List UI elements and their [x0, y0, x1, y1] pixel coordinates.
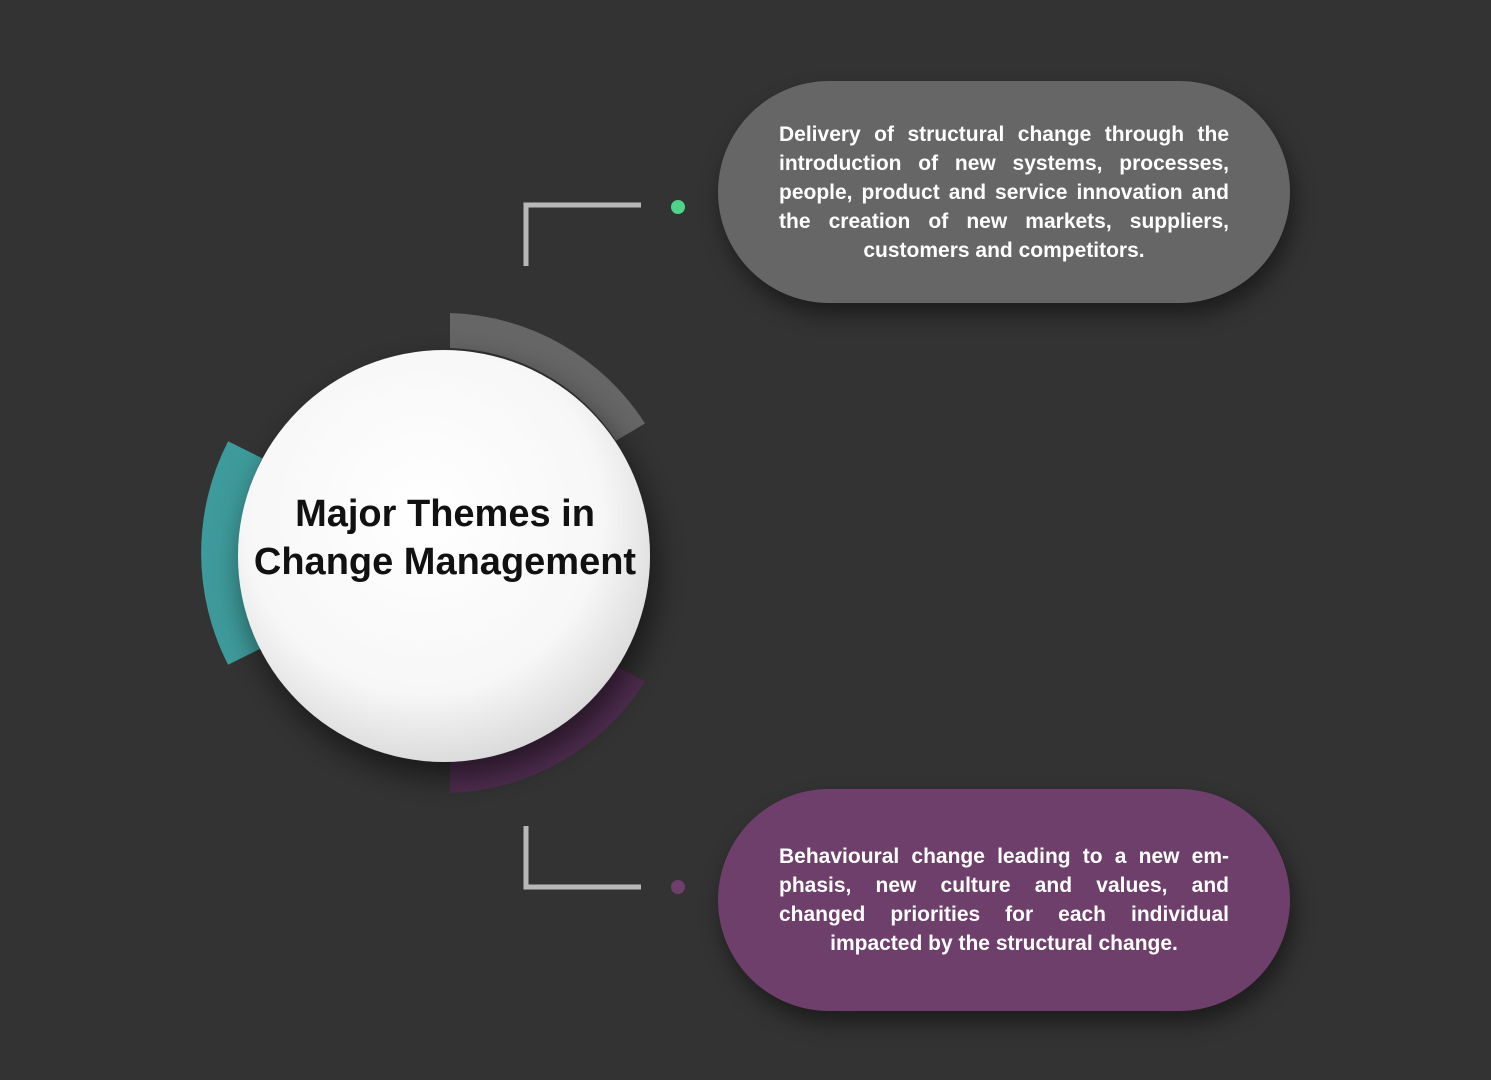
center-circle — [238, 350, 650, 762]
teal-arc — [201, 441, 263, 665]
theme-pill-behavioural: Behavioural change leading to a new em-p… — [718, 789, 1290, 1011]
bottom-connector-dot — [671, 880, 685, 894]
purple-arc — [450, 665, 645, 793]
center-title: Major Themes in Change Management — [240, 490, 650, 586]
theme-text-structural: Delivery of structural change through th… — [779, 122, 1229, 262]
theme-pill-structural: Delivery of structural change through th… — [718, 81, 1290, 303]
center-title-line2: Change Management — [253, 541, 637, 583]
gray-arc — [450, 313, 645, 441]
top-connector-dot — [671, 200, 685, 214]
theme-text-behavioural: Behavioural change leading to a new em-p… — [779, 845, 1229, 955]
center-title-line1: Major Themes in — [295, 493, 595, 535]
bottom-connector — [523, 826, 641, 890]
top-connector — [523, 202, 641, 266]
